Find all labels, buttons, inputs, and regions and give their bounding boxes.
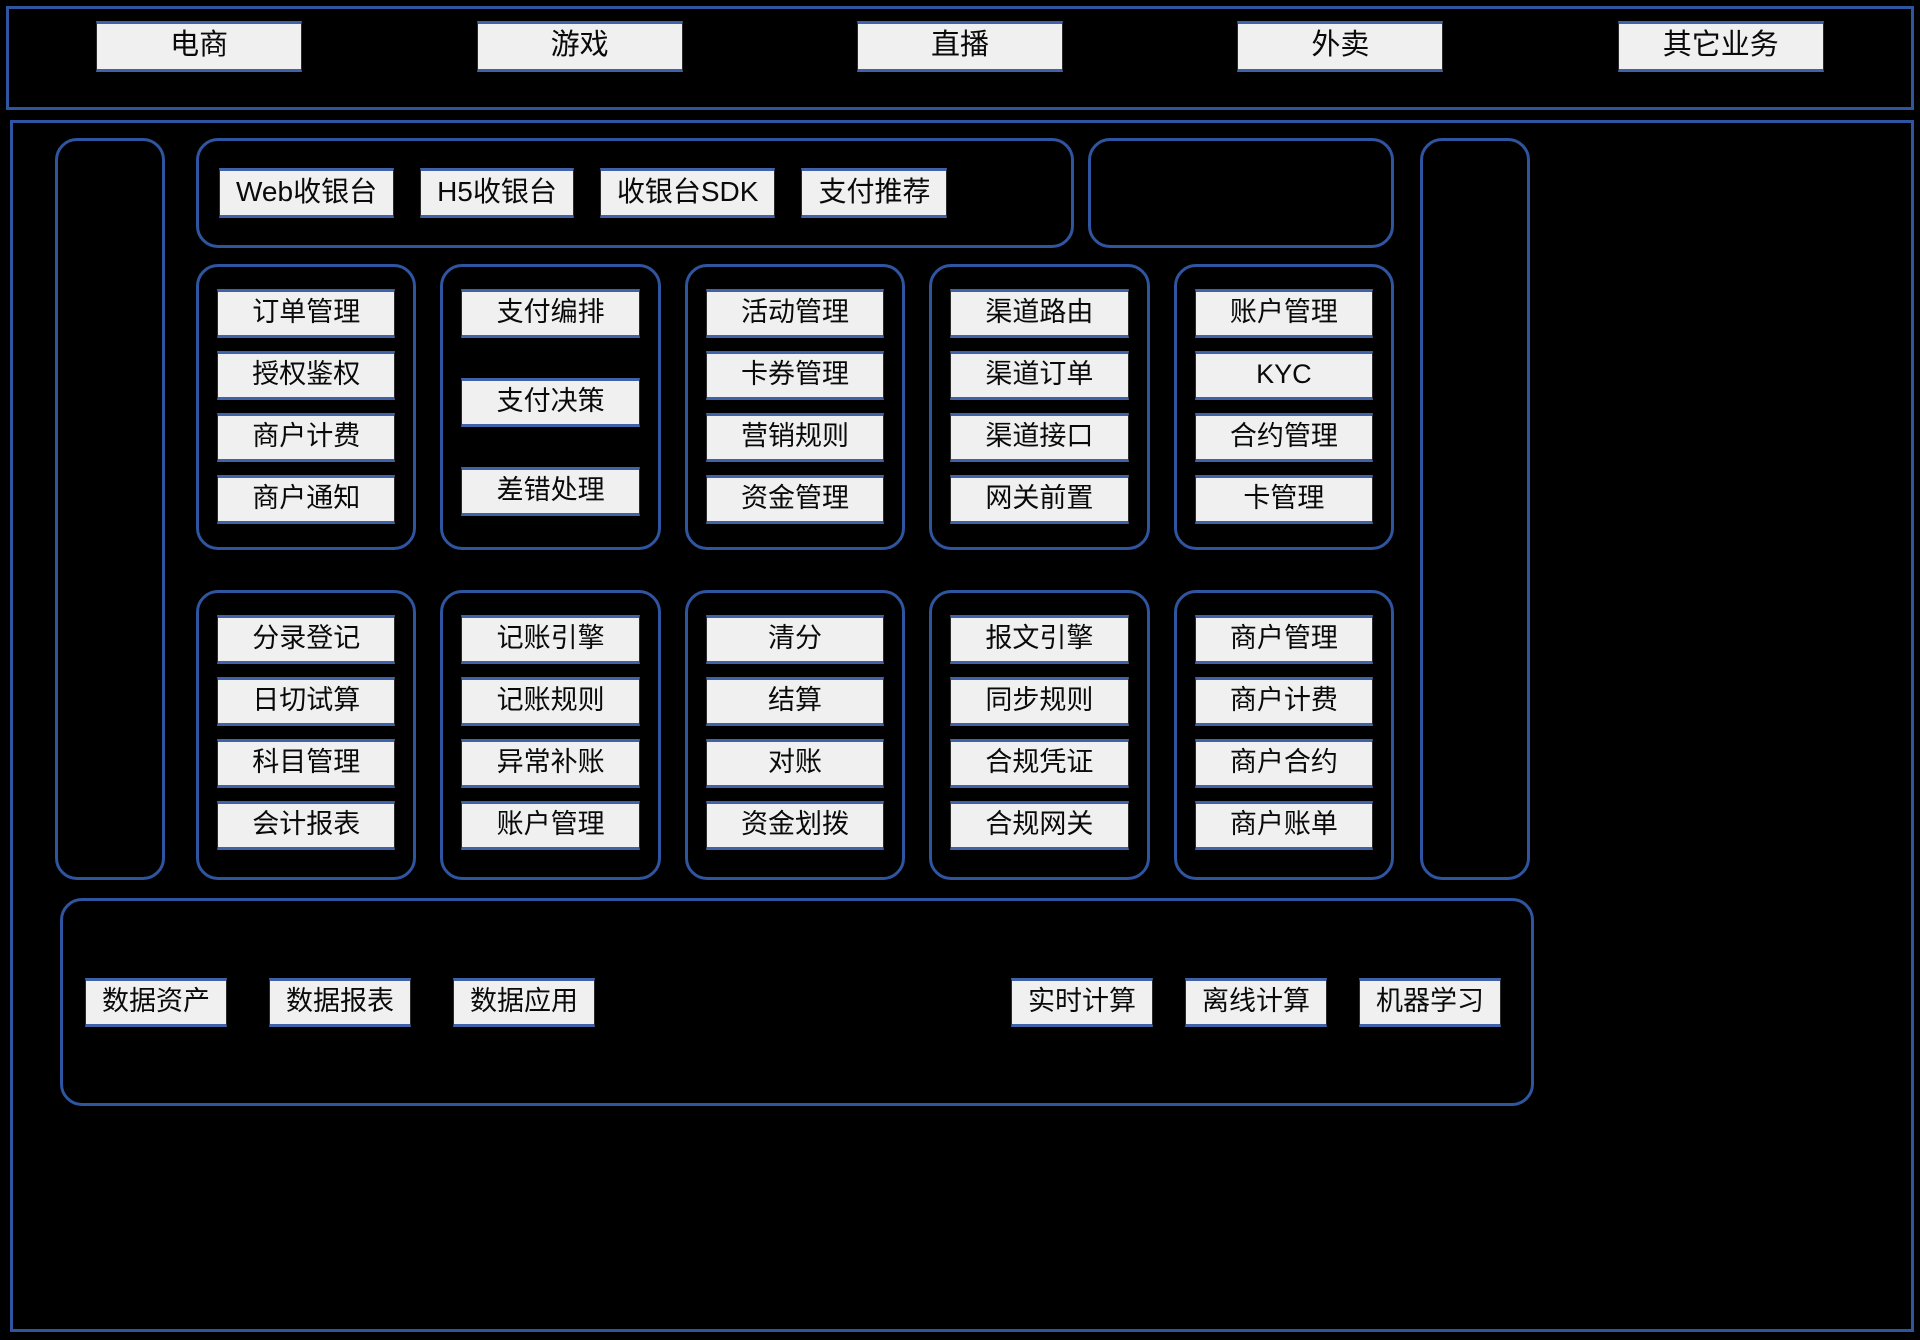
item-settlement[interactable]: 结算 (705, 677, 885, 726)
group-transaction-center: 订单管理 授权鉴权 商户计费 商户通知 (196, 264, 417, 550)
cashier-item-sdk[interactable]: 收银台SDK (599, 168, 776, 218)
item-campaign-management[interactable]: 活动管理 (705, 289, 885, 338)
business-item-game[interactable]: 游戏 (476, 21, 683, 72)
item-channel-order[interactable]: 渠道订单 (950, 351, 1129, 400)
item-ledger-account-management[interactable]: 账户管理 (461, 801, 640, 850)
item-coupon-management[interactable]: 卡券管理 (705, 351, 885, 400)
cashier-group: Web收银台 H5收银台 收银台SDK 支付推荐 (196, 138, 1074, 248)
group-accounting-center: 分录登记 日切试算 科目管理 会计报表 (196, 590, 417, 880)
capability-grid-row-1: 订单管理 授权鉴权 商户计费 商户通知 支付编排 支付决策 差错处理 活动管理 … (196, 264, 1395, 550)
business-item-other[interactable]: 其它业务 (1617, 21, 1824, 72)
item-merchant-billing[interactable]: 商户计费 (217, 413, 396, 462)
group-marketing-center: 活动管理 卡券管理 营销规则 资金管理 (684, 264, 906, 550)
item-order-management[interactable]: 订单管理 (217, 289, 396, 338)
cashier-item-h5[interactable]: H5收银台 (420, 168, 574, 218)
item-card-management[interactable]: 卡管理 (1194, 475, 1374, 524)
item-exception-supplementary-accounting[interactable]: 异常补账 (461, 739, 640, 788)
business-item-ecommerce[interactable]: 电商 (96, 21, 303, 72)
group-compliance-center: 报文引擎 同步规则 合规凭证 合规网关 (929, 590, 1150, 880)
item-merchant-contract[interactable]: 商户合约 (1194, 739, 1374, 788)
item-authorization-authentication[interactable]: 授权鉴权 (217, 351, 396, 400)
group-payment-center: 支付编排 支付决策 差错处理 (440, 264, 661, 550)
cashier-item-web[interactable]: Web收银台 (219, 168, 395, 218)
data-platform-left-items: 数据资产 数据报表 数据应用 (63, 977, 595, 1027)
item-realtime-computing[interactable]: 实时计算 (1011, 977, 1153, 1027)
item-offline-computing[interactable]: 离线计算 (1185, 977, 1327, 1027)
data-platform-right-items: 实时计算 离线计算 机器学习 (1011, 977, 1531, 1027)
item-journal-entry-registration[interactable]: 分录登记 (217, 615, 396, 664)
business-layer-band: 电商 游戏 直播 外卖 其它业务 (6, 6, 1914, 110)
item-marketing-rules[interactable]: 营销规则 (705, 413, 885, 462)
group-account-center: 账户管理 KYC 合约管理 卡管理 (1173, 264, 1395, 550)
capability-grid-row-2: 分录登记 日切试算 科目管理 会计报表 记账引擎 记账规则 异常补账 账户管理 … (196, 590, 1395, 880)
item-accounting-report[interactable]: 会计报表 (217, 801, 396, 850)
business-item-takeout[interactable]: 外卖 (1237, 21, 1444, 72)
item-channel-routing[interactable]: 渠道路由 (950, 289, 1129, 338)
item-data-report[interactable]: 数据报表 (269, 977, 411, 1027)
item-payment-orchestration[interactable]: 支付编排 (461, 289, 640, 338)
data-platform-band: 数据资产 数据报表 数据应用 实时计算 离线计算 机器学习 (60, 898, 1534, 1106)
item-error-handling[interactable]: 差错处理 (461, 467, 640, 516)
group-merchant-center: 商户管理 商户计费 商户合约 商户账单 (1173, 590, 1395, 880)
item-machine-learning[interactable]: 机器学习 (1359, 977, 1501, 1027)
item-merchant-management[interactable]: 商户管理 (1194, 615, 1374, 664)
cashier-item-payment-recommendation[interactable]: 支付推荐 (801, 168, 948, 218)
item-channel-interface[interactable]: 渠道接口 (950, 413, 1129, 462)
group-channel-center: 渠道路由 渠道订单 渠道接口 网关前置 (929, 264, 1150, 550)
item-reconciliation[interactable]: 对账 (705, 739, 885, 788)
business-item-list: 电商 游戏 直播 外卖 其它业务 (9, 21, 1911, 72)
business-item-livestream[interactable]: 直播 (856, 21, 1063, 72)
item-compliance-gateway[interactable]: 合规网关 (950, 801, 1129, 850)
item-data-application[interactable]: 数据应用 (453, 977, 595, 1027)
item-merchant-notification[interactable]: 商户通知 (217, 475, 396, 524)
item-merchant-fee[interactable]: 商户计费 (1194, 677, 1374, 726)
item-bookkeeping-engine[interactable]: 记账引擎 (461, 615, 640, 664)
group-bookkeeping-center: 记账引擎 记账规则 异常补账 账户管理 (440, 590, 661, 880)
item-clearing[interactable]: 清分 (705, 615, 885, 664)
item-message-engine[interactable]: 报文引擎 (950, 615, 1129, 664)
item-bookkeeping-rules[interactable]: 记账规则 (461, 677, 640, 726)
item-data-asset[interactable]: 数据资产 (85, 977, 227, 1027)
cashier-aux-panel (1088, 138, 1394, 248)
item-payment-decision[interactable]: 支付决策 (461, 378, 640, 427)
item-gateway-frontend[interactable]: 网关前置 (950, 475, 1129, 524)
item-contract-management[interactable]: 合约管理 (1194, 413, 1374, 462)
item-daily-cutoff-trial-balance[interactable]: 日切试算 (217, 677, 396, 726)
right-rail-panel (1420, 138, 1530, 880)
item-sync-rules[interactable]: 同步规则 (950, 677, 1129, 726)
group-clearing-settlement-center: 清分 结算 对账 资金划拨 (684, 590, 906, 880)
item-merchant-bill[interactable]: 商户账单 (1194, 801, 1374, 850)
left-rail-panel (55, 138, 165, 880)
item-account-management[interactable]: 账户管理 (1194, 289, 1374, 338)
item-subject-management[interactable]: 科目管理 (217, 739, 396, 788)
item-kyc[interactable]: KYC (1194, 351, 1374, 400)
item-compliance-voucher[interactable]: 合规凭证 (950, 739, 1129, 788)
item-fund-transfer[interactable]: 资金划拨 (705, 801, 885, 850)
item-fund-management[interactable]: 资金管理 (705, 475, 885, 524)
